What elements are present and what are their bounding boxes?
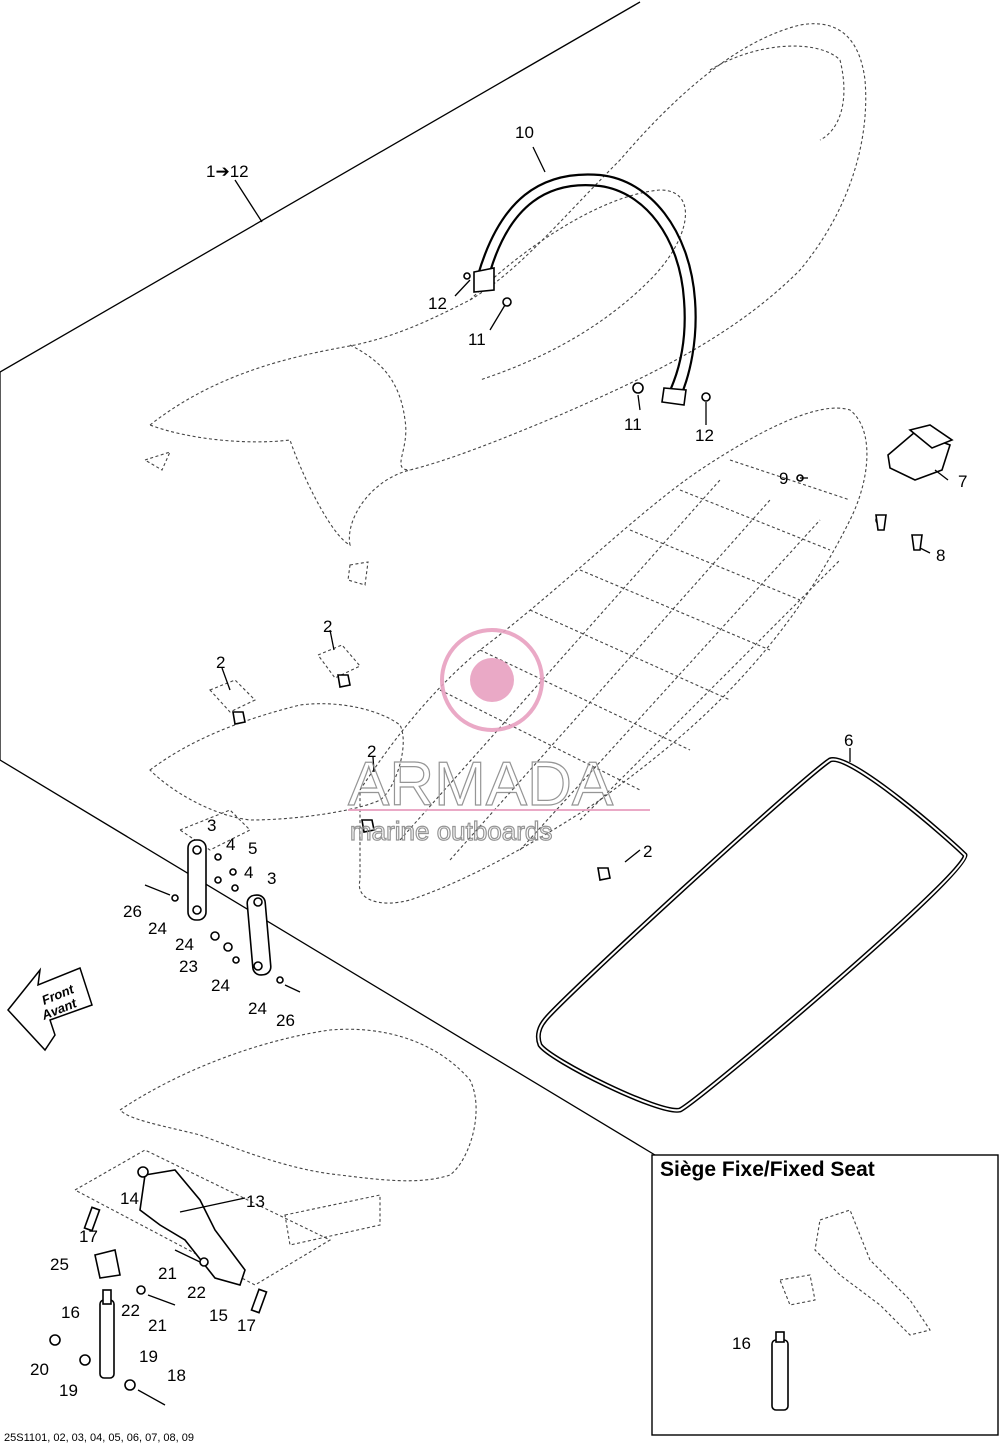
callout-24: 24 (248, 999, 267, 1018)
callout-11: 11 (468, 330, 486, 349)
callout-5: 5 (248, 839, 257, 858)
inset-bracket (771, 1209, 931, 1411)
callout-16: 16 (732, 1334, 751, 1353)
callout-19: 19 (139, 1347, 158, 1366)
watermark: ARMADA marine outboards (347, 628, 650, 847)
callout-13: 13 (246, 1192, 265, 1211)
callout-26: 26 (123, 902, 142, 921)
watermark-tagline: marine outboards (350, 816, 552, 846)
callout-1-12: 1➔12 (206, 162, 249, 181)
seat-links (144, 839, 301, 993)
callout-22: 22 (187, 1283, 206, 1302)
front-arrow: Front Avant (7, 967, 93, 1052)
callout-19: 19 (59, 1381, 78, 1400)
callout-2: 2 (216, 653, 225, 672)
callout-21: 21 (158, 1264, 177, 1283)
callout-2: 2 (367, 742, 376, 761)
watermark-logo (440, 628, 544, 732)
callout-10: 10 (515, 123, 534, 142)
callout-12: 12 (695, 426, 714, 445)
seat-latch (875, 424, 954, 551)
inset-title: Siège Fixe/Fixed Seat (660, 1158, 875, 1181)
callout-9: 9 (779, 469, 788, 488)
callout-24: 24 (148, 919, 167, 938)
callout-4: 4 (244, 863, 253, 882)
watermark-brand: ARMADA (348, 750, 614, 819)
callout-24: 24 (175, 935, 194, 954)
callout-8: 8 (936, 546, 945, 565)
seat-strap (463, 173, 711, 406)
callout-17: 17 (237, 1316, 256, 1335)
callout-16: 16 (61, 1303, 80, 1322)
callouts: 1➔12 10 12 11 11 12 9 7 8 2 2 2 2 6 3 4 … (30, 123, 967, 1400)
seat-seal (535, 757, 968, 1113)
callout-23: 23 (179, 957, 198, 976)
callout-18: 18 (167, 1366, 186, 1385)
callout-3: 3 (267, 869, 276, 888)
callout-7: 7 (958, 472, 967, 491)
callout-15: 15 (209, 1306, 228, 1325)
seat-pan (149, 644, 611, 881)
callout-12: 12 (428, 294, 447, 313)
callout-26: 26 (276, 1011, 295, 1030)
callout-17: 17 (79, 1227, 98, 1246)
callout-25: 25 (50, 1255, 69, 1274)
callout-6: 6 (844, 731, 853, 750)
callout-20: 20 (30, 1360, 49, 1379)
callout-21: 21 (148, 1316, 167, 1335)
callout-22: 22 (121, 1301, 140, 1320)
callout-4: 4 (226, 835, 235, 854)
shock-absorber (49, 1289, 166, 1406)
drawing-code: 25S1101, 02, 03, 04, 05, 06, 07, 08, 09 (4, 1432, 195, 1444)
inset-frame (651, 1154, 999, 1436)
callout-2: 2 (323, 617, 332, 636)
callout-3: 3 (207, 816, 216, 835)
lower-bracket (73, 1028, 477, 1314)
callout-24: 24 (211, 976, 230, 995)
leader-lines (221, 146, 949, 863)
seat-cover (143, 23, 867, 586)
callout-11: 11 (624, 415, 642, 434)
callout-2: 2 (643, 842, 652, 861)
callout-14: 14 (120, 1189, 139, 1208)
